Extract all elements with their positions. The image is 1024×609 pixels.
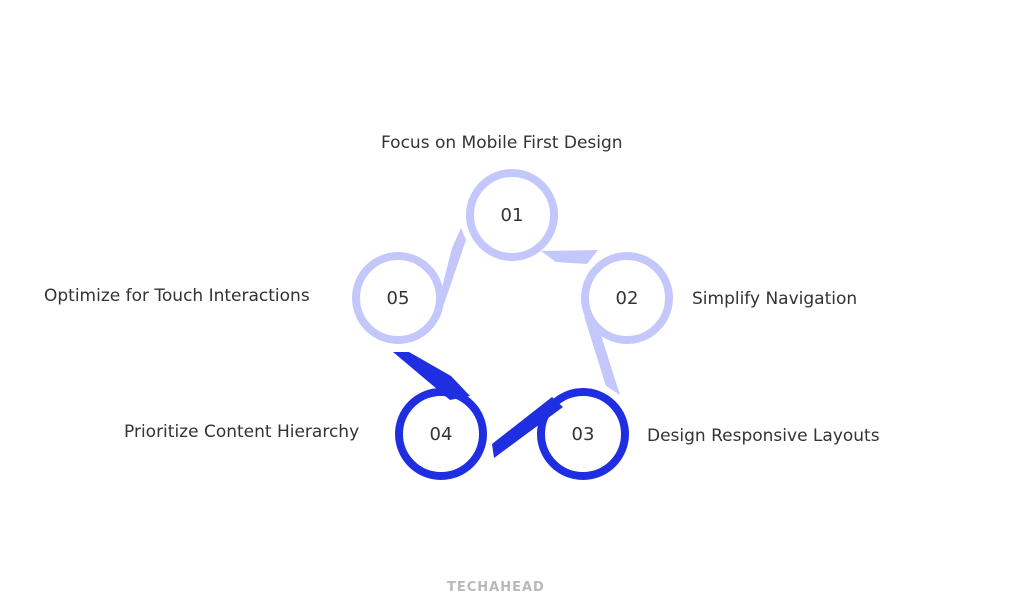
brand-logo: TECHAHEAD	[447, 580, 545, 595]
step-label-03: Design Responsive Layouts	[647, 426, 880, 446]
step-number-04: 04	[430, 424, 453, 445]
connector-01-02	[541, 250, 598, 264]
step-label-05: Optimize for Touch Interactions	[44, 286, 310, 306]
connector-02-03	[584, 316, 620, 395]
step-number-01: 01	[501, 205, 524, 226]
step-label-04: Prioritize Content Hierarchy	[124, 422, 360, 442]
step-number-03: 03	[572, 424, 595, 445]
connector-04-05	[393, 352, 470, 400]
step-circle-03	[537, 388, 629, 480]
step-circle-01	[466, 169, 558, 261]
step-circle-05	[352, 252, 444, 344]
step-number-05: 05	[387, 288, 410, 309]
step-circle-02	[581, 252, 673, 344]
step-circle-04	[395, 388, 487, 480]
step-label-01: Focus on Mobile First Design	[381, 133, 623, 153]
step-label-02: Simplify Navigation	[692, 289, 858, 309]
connector-05-01	[436, 228, 466, 311]
step-number-02: 02	[616, 288, 639, 309]
